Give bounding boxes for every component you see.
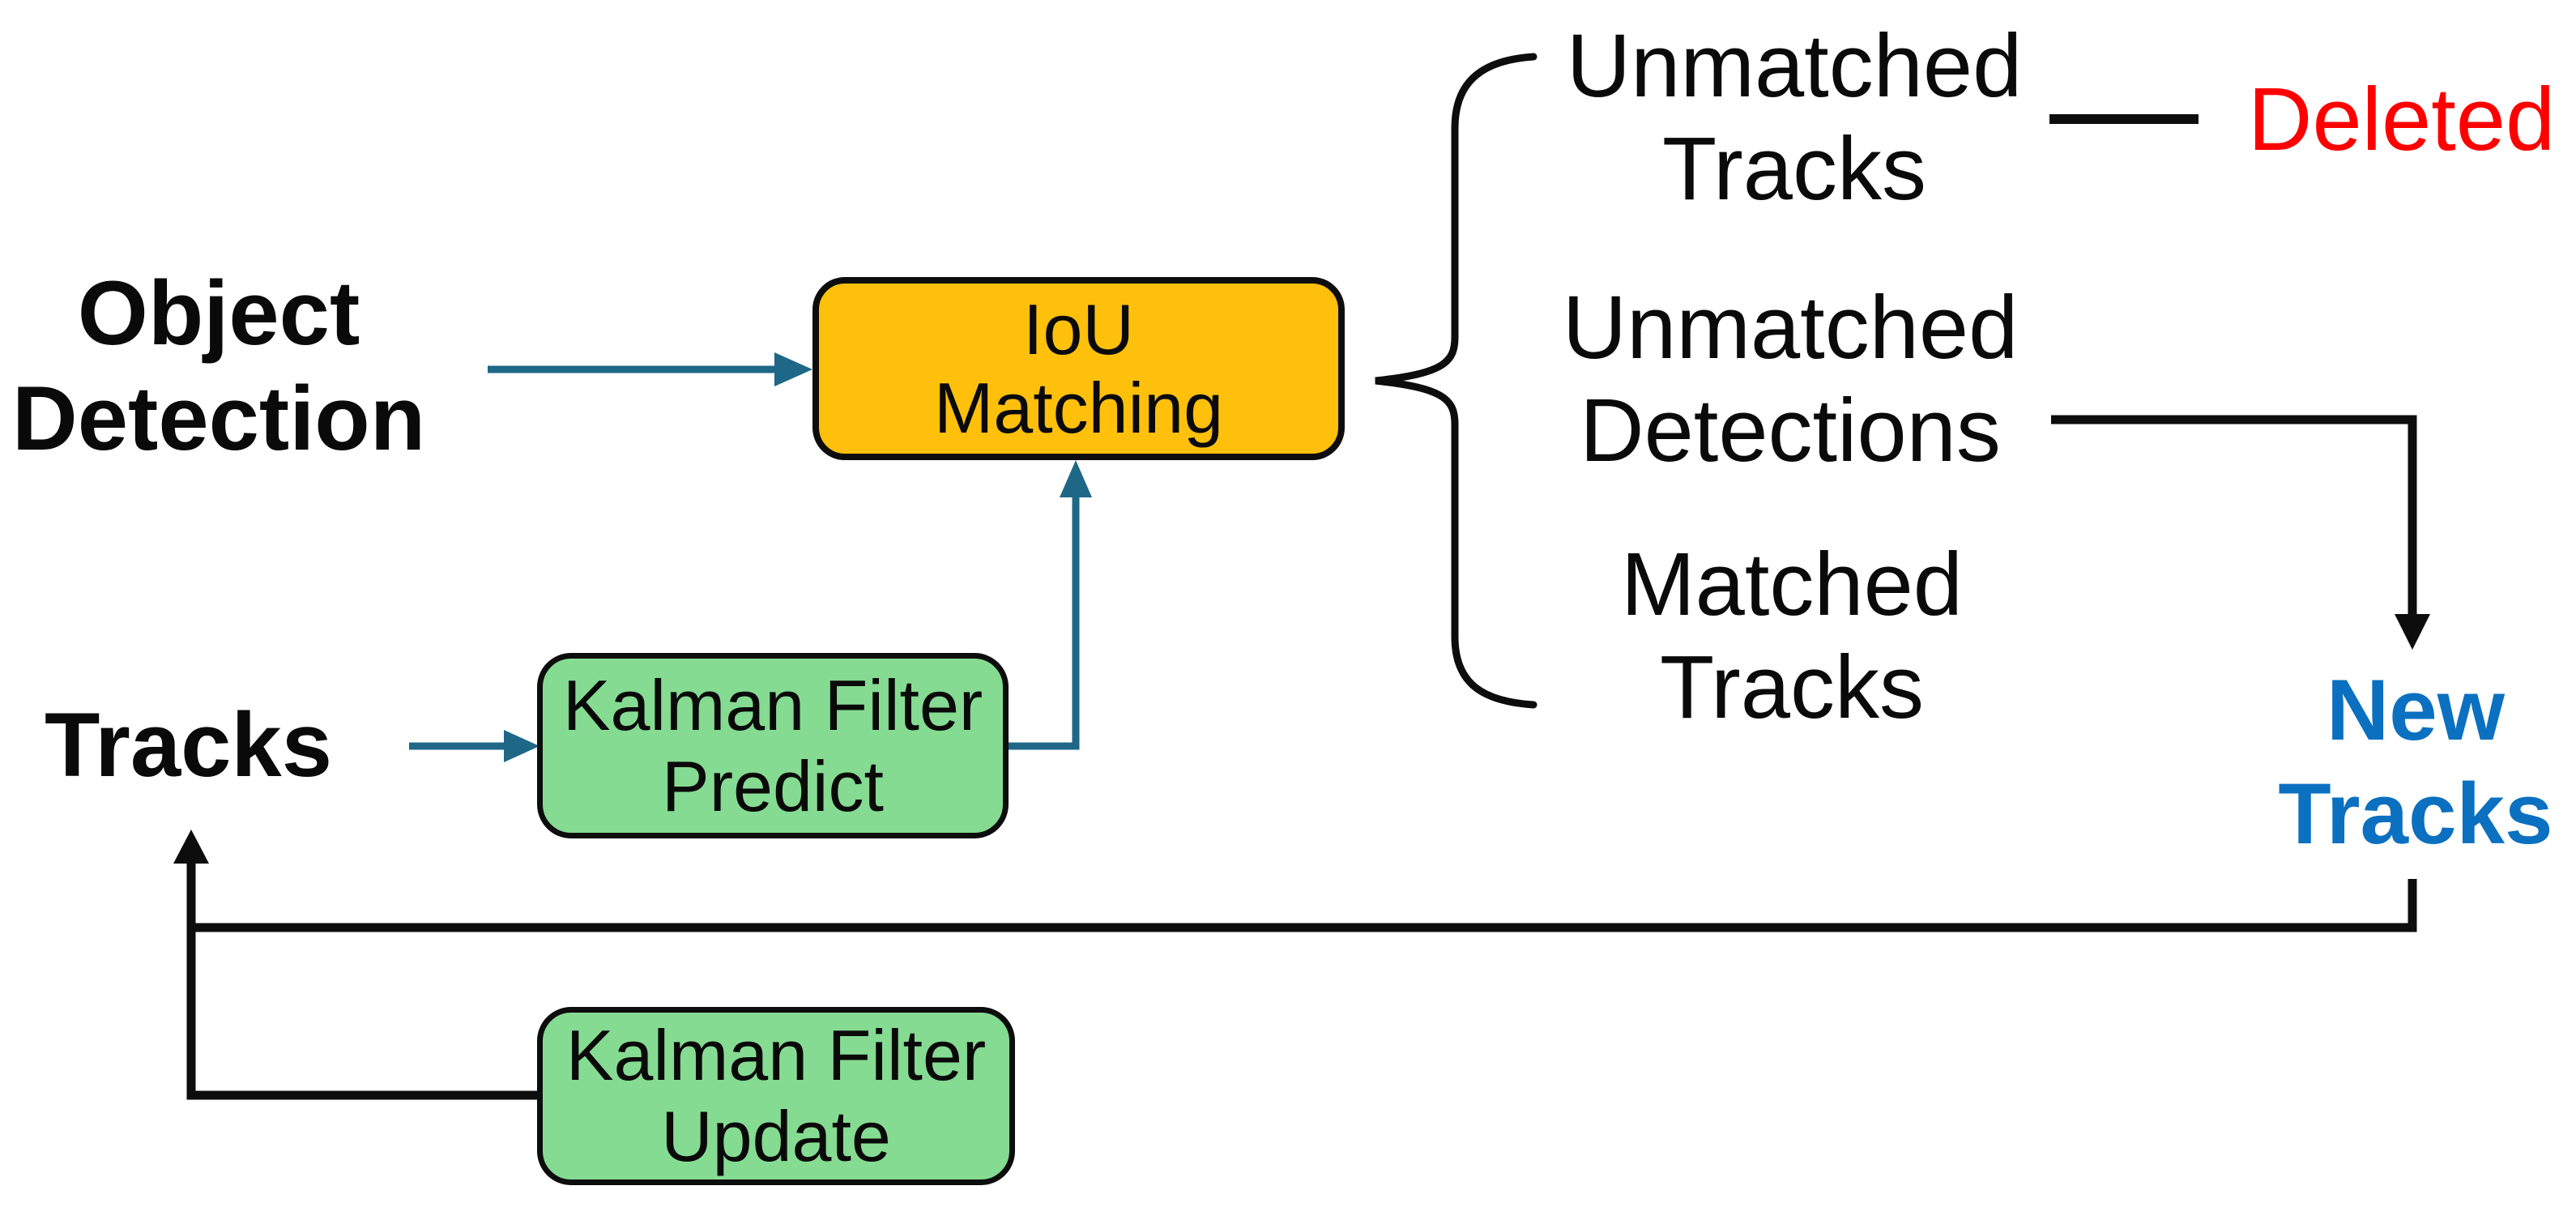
arrow-unmatched-detections-to-new-tracks bbox=[2051, 415, 2417, 614]
arrowhead-new-tracks-icon bbox=[2395, 614, 2430, 650]
arrowhead-tracks-icon bbox=[173, 830, 209, 864]
tracks-label: Tracks bbox=[45, 694, 332, 796]
arrow-kalman-update-to-tracks bbox=[186, 862, 543, 1100]
new-tracks-label: New Tracks bbox=[2278, 661, 2553, 862]
line-new-tracks-feedback bbox=[191, 879, 2417, 932]
matched-tracks-label: Matched Tracks bbox=[1621, 535, 1963, 737]
arrow-kalman-predict-to-iou bbox=[1009, 496, 1080, 750]
kalman-filter-update-box: Kalman Filter Update bbox=[537, 1007, 1015, 1185]
arrowhead-tracks-to-kalman-predict-icon bbox=[504, 730, 540, 762]
unmatched-detections-label: Unmatched Detections bbox=[1562, 278, 2019, 480]
arrowhead-kalman-predict-to-iou-icon bbox=[1060, 460, 1092, 497]
kalman-filter-predict-box: Kalman Filter Predict bbox=[537, 653, 1009, 838]
brace-icon bbox=[1375, 53, 1537, 709]
unmatched-tracks-label: Unmatched Tracks bbox=[1566, 16, 2023, 219]
arrowhead-object-detection-to-iou-icon bbox=[774, 352, 812, 386]
iou-matching-box: IoU Matching bbox=[812, 277, 1345, 460]
deleted-label: Deleted bbox=[2248, 70, 2556, 169]
object-detection-label: Object Detection bbox=[11, 262, 426, 469]
